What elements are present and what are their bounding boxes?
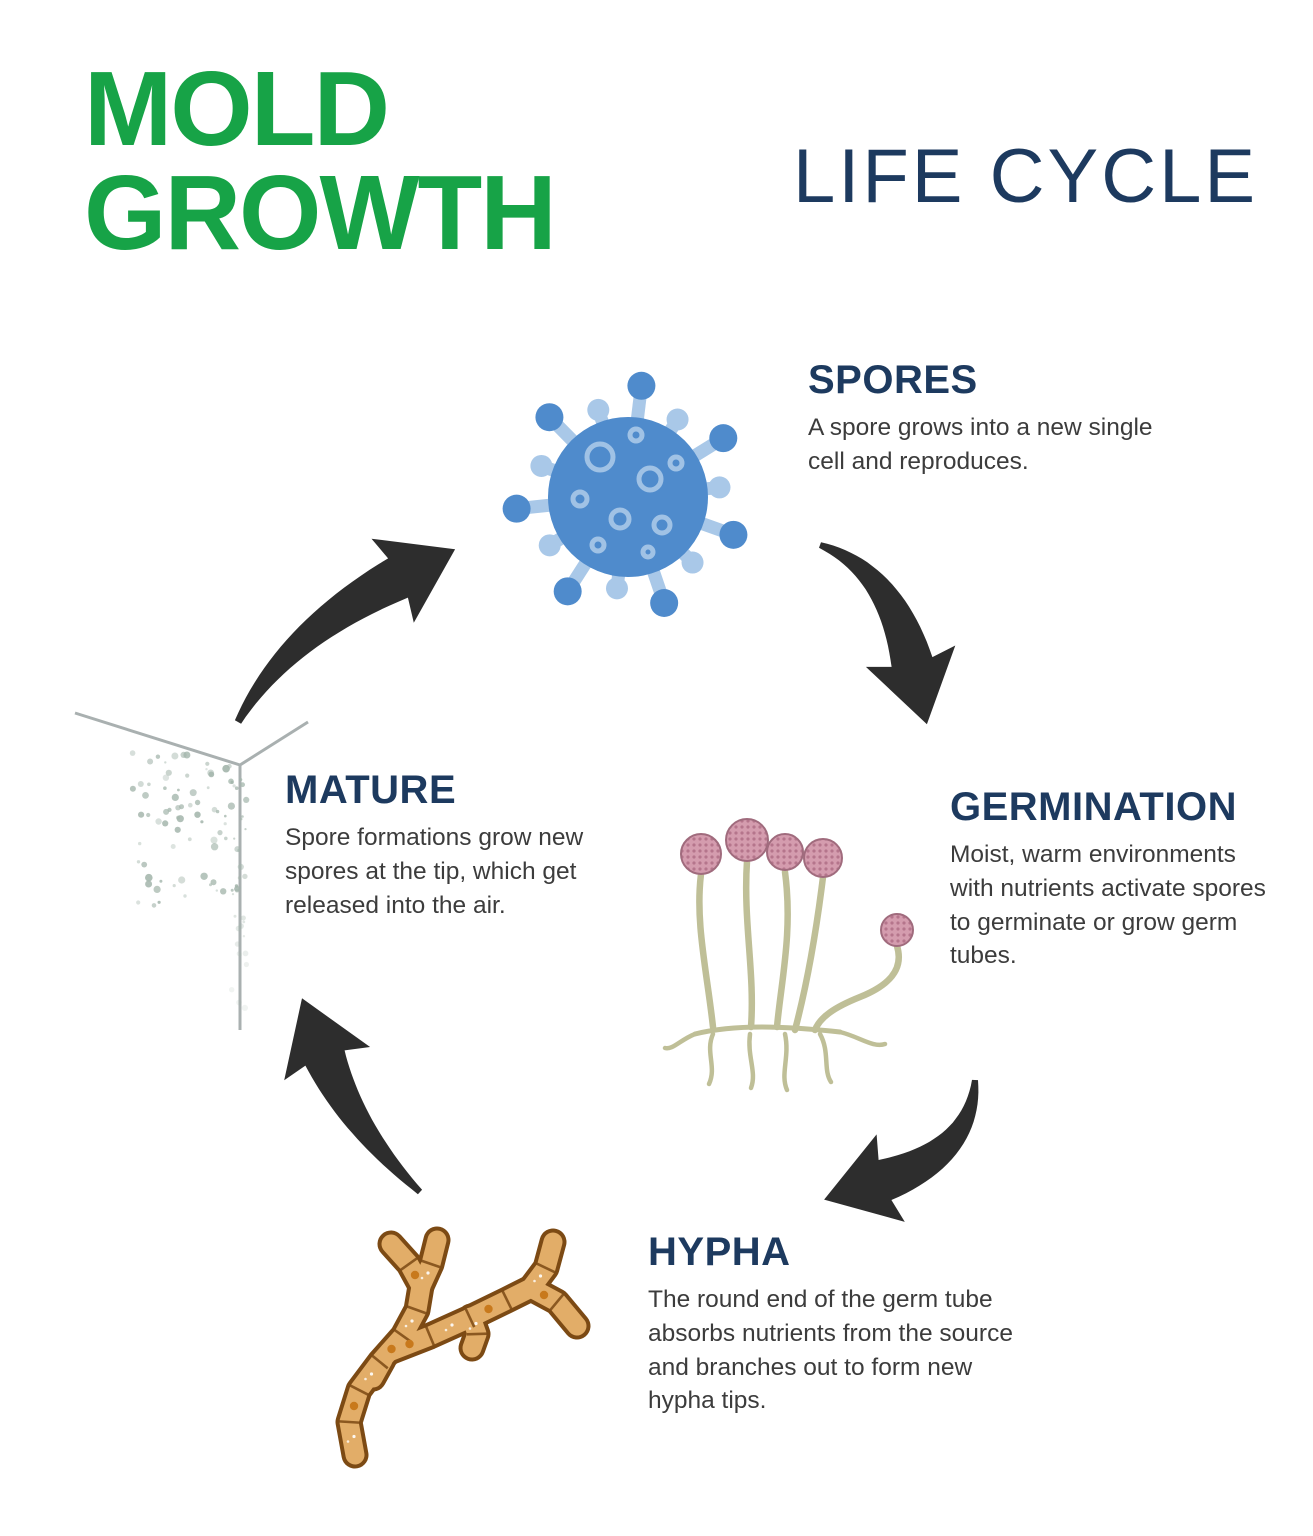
stage-hypha-title: HYPHA (648, 1230, 791, 1274)
branching-hypha-icon (335, 1226, 591, 1469)
corner-spore-release-icon (74, 711, 309, 1030)
page-title: MOLD GROWTH (84, 50, 557, 272)
stage-spores-description: A spore grows into a new single cell and… (808, 414, 1153, 475)
page-subtitle: LIFE CYCLE (793, 134, 1259, 219)
stage-hypha: HYPHA The round end of the germ tube abs… (648, 1230, 1013, 1418)
spore-cell-icon (502, 371, 748, 618)
stage-germination: GERMINATION Moist, warm environments wit… (950, 785, 1280, 973)
stage-spores-title: SPORES (808, 358, 978, 402)
page-title-line2: GROWTH (84, 153, 557, 272)
stage-germination-description: Moist, warm environments with nutrients … (950, 841, 1266, 970)
stage-germination-title: GERMINATION (950, 785, 1237, 829)
stage-mature: MATURE Spore formations grow new spores … (285, 768, 585, 922)
sporangium-icon (662, 818, 914, 1093)
page-title-line1: MOLD (84, 50, 390, 168)
stage-mature-title: MATURE (285, 768, 457, 812)
stage-hypha-description: The round end of the germ tube absorbs n… (648, 1286, 1013, 1415)
stage-mature-description: Spore formations grow new spores at the … (285, 824, 584, 919)
stage-spores: SPORES A spore grows into a new single c… (808, 358, 1158, 479)
